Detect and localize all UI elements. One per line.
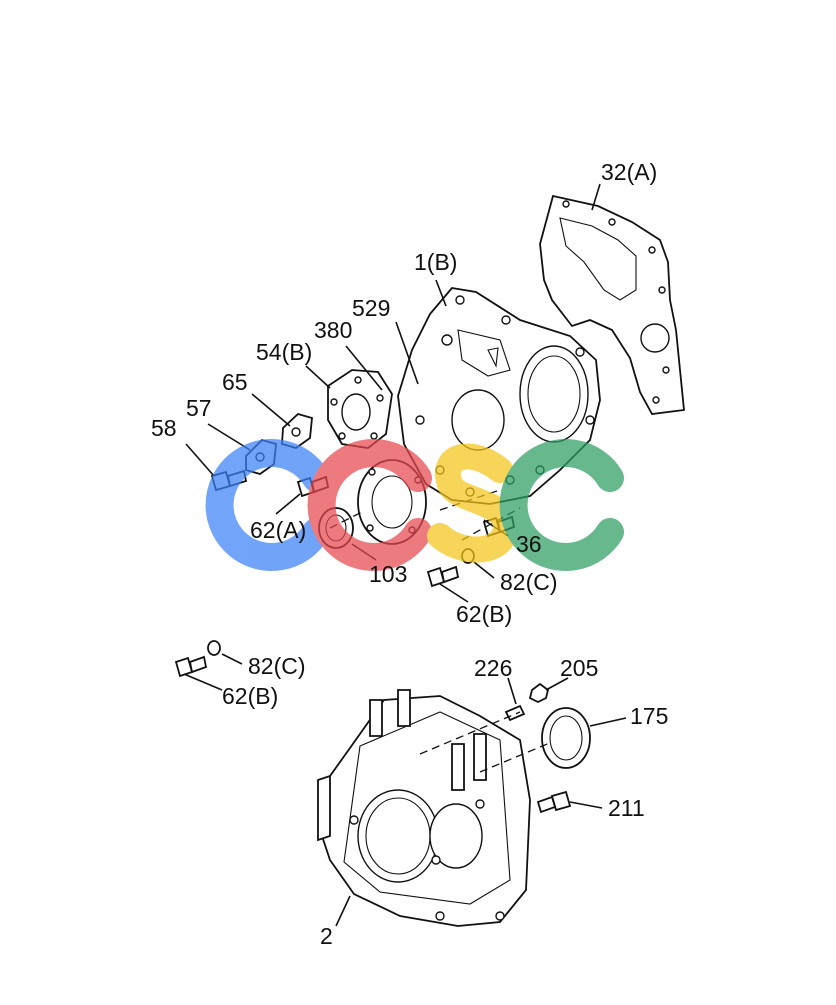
stud-226 [504, 704, 526, 722]
callout-211: 211 [608, 795, 645, 821]
callout-62b-upper: 62(B) [456, 601, 512, 627]
callout-62a: 62(A) [250, 517, 306, 543]
nut-205 [528, 682, 550, 704]
callout-labels: 32(A) 1(B) 529 380 54(B) 65 57 58 62(A) … [151, 159, 668, 949]
leader-lines [183, 183, 627, 927]
callout-65: 65 [222, 369, 248, 395]
watermark-letter-c1 [205, 439, 330, 571]
flywheel-housing-2 [317, 689, 531, 927]
callout-1b: 1(B) [414, 249, 457, 275]
callout-32a: 32(A) [601, 159, 657, 185]
bolt-211 [536, 790, 572, 814]
callout-205: 205 [560, 655, 598, 681]
bolt-62b-lower [174, 640, 221, 678]
watermark-letter-c2 [307, 439, 432, 571]
watermark-logo [205, 439, 624, 571]
watermark-letter-s [427, 443, 520, 563]
callout-2: 2 [320, 923, 333, 949]
callout-226: 226 [474, 655, 512, 681]
callout-103: 103 [369, 561, 407, 587]
callout-529: 529 [352, 295, 390, 321]
callout-82c-upper: 82(C) [500, 569, 558, 595]
callout-36: 36 [516, 531, 542, 557]
callout-380: 380 [314, 317, 352, 343]
callout-62b-lower: 62(B) [222, 683, 278, 709]
callout-82c-lower: 82(C) [248, 653, 306, 679]
callout-58: 58 [151, 415, 177, 441]
gasket-32a [539, 194, 685, 415]
callout-175: 175 [630, 703, 668, 729]
watermark-letter-c3 [499, 439, 624, 571]
callout-57: 57 [186, 395, 212, 421]
oil-seal-175 [541, 707, 591, 769]
cover-54b [327, 369, 393, 449]
callout-54b: 54(B) [256, 339, 312, 365]
